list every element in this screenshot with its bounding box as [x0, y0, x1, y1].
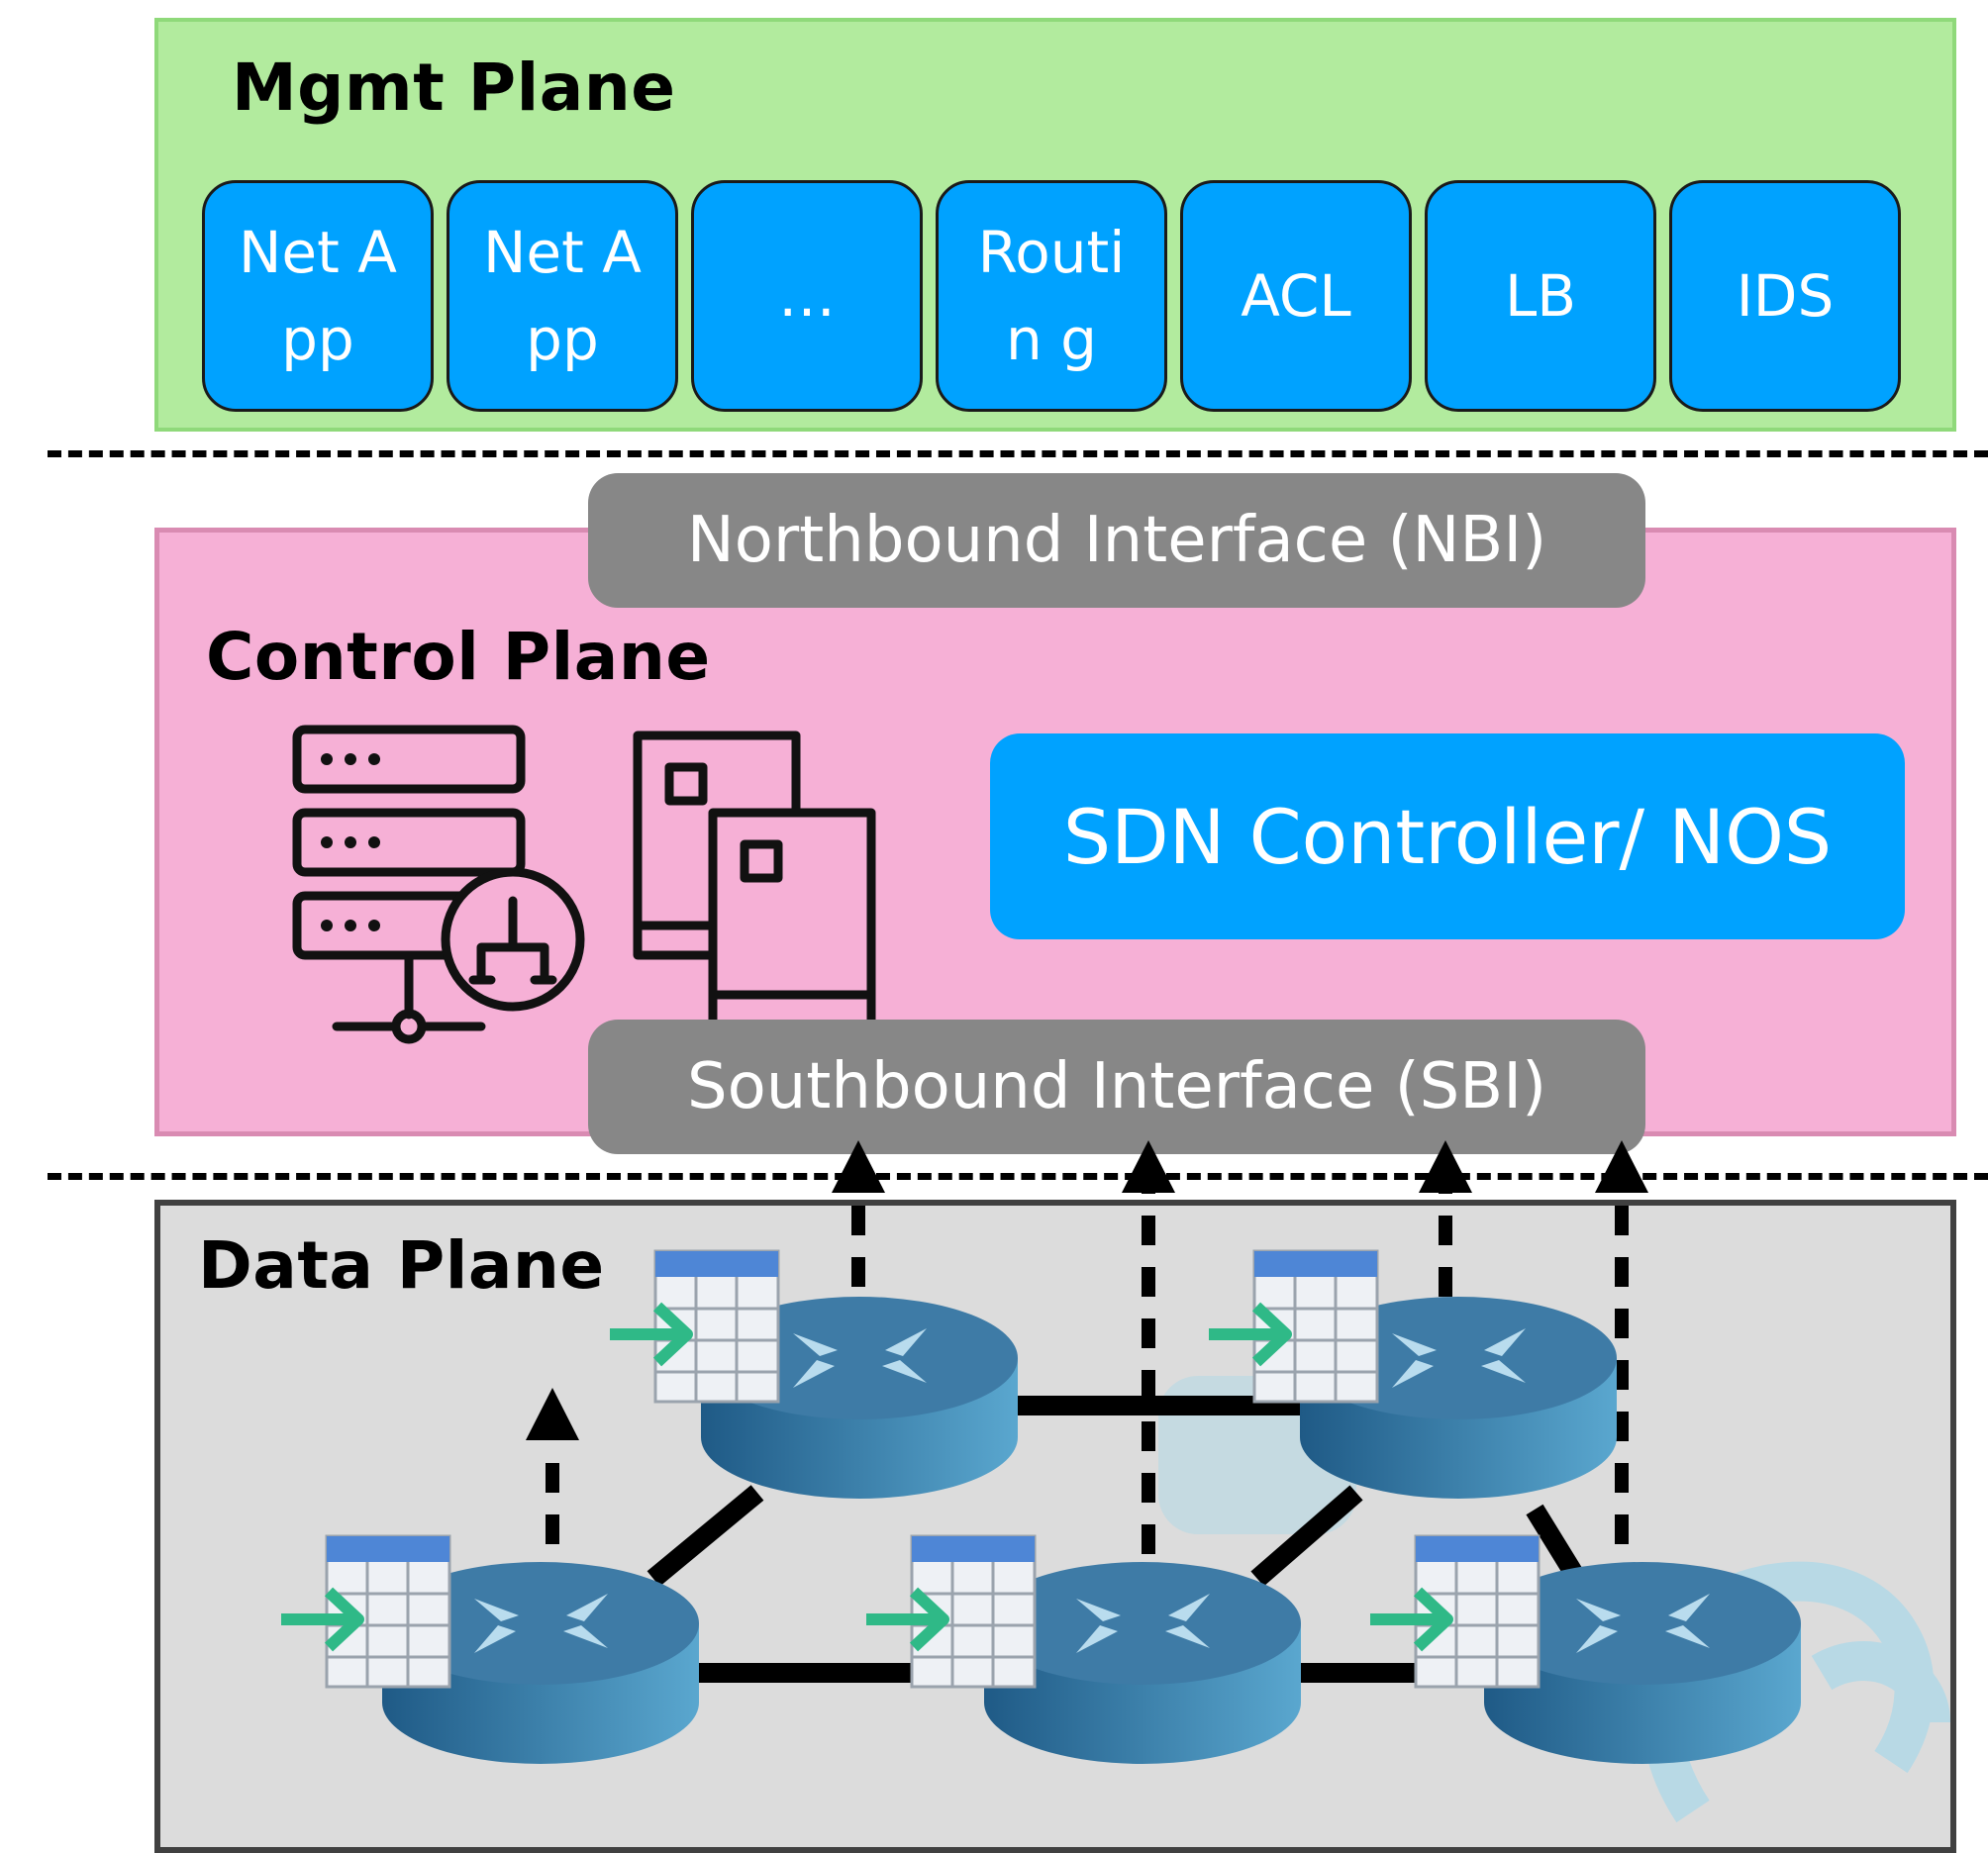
router-icon[interactable]: [699, 1289, 1020, 1507]
app-acl[interactable]: ACL: [1180, 180, 1412, 412]
flow-table-icon: [610, 1249, 780, 1404]
server-rack-network-icon: [292, 725, 585, 1044]
sdn-controller-box[interactable]: SDN Controller/ NOS: [990, 733, 1905, 939]
flow-table-icon: [281, 1534, 451, 1689]
router-icon[interactable]: [380, 1554, 701, 1772]
computer-tower-icon: [633, 731, 876, 1021]
app-label: ACL: [1241, 262, 1351, 330]
flow-table-icon: [1370, 1534, 1541, 1689]
app-net-app-2[interactable]: Net App: [447, 180, 678, 412]
flow-table-icon: [1209, 1249, 1379, 1404]
app-label: Net App: [239, 219, 397, 373]
link-r1-r2: [646, 1485, 764, 1587]
plane-separator: [48, 450, 1988, 457]
data-plane-title: Data Plane: [198, 1227, 605, 1304]
app-label: …: [778, 262, 836, 330]
arrow-up-icon: [1122, 1140, 1175, 1193]
app-label: IDS: [1736, 262, 1835, 330]
arrow-up-icon: [1419, 1140, 1472, 1193]
plane-separator: [48, 1173, 1988, 1180]
arrow-up-icon: [832, 1140, 885, 1193]
control-plane-title: Control Plane: [206, 619, 711, 695]
app-more[interactable]: …: [691, 180, 923, 412]
arrow-up-icon: [1595, 1140, 1648, 1193]
app-routing[interactable]: Routin g: [936, 180, 1167, 412]
northbound-interface[interactable]: Northbound Interface (NBI): [588, 473, 1645, 608]
router-icon[interactable]: [1482, 1554, 1803, 1772]
southbound-interface[interactable]: Southbound Interface (SBI): [588, 1020, 1645, 1154]
app-ids[interactable]: IDS: [1669, 180, 1901, 412]
mgmt-plane-title: Mgmt Plane: [232, 49, 676, 126]
app-net-app-1[interactable]: Net App: [202, 180, 434, 412]
link-r4-r5: [1526, 1504, 1583, 1580]
router-icon[interactable]: [982, 1554, 1303, 1772]
flow-table-icon: [866, 1534, 1037, 1689]
link-r3-r4: [1250, 1485, 1363, 1587]
app-lb[interactable]: LB: [1425, 180, 1656, 412]
router-icon[interactable]: [1298, 1289, 1619, 1507]
app-label: Net App: [483, 219, 642, 373]
app-label: Routin g: [977, 219, 1126, 373]
app-label: LB: [1504, 262, 1577, 330]
arrow-up-icon: [526, 1388, 579, 1440]
